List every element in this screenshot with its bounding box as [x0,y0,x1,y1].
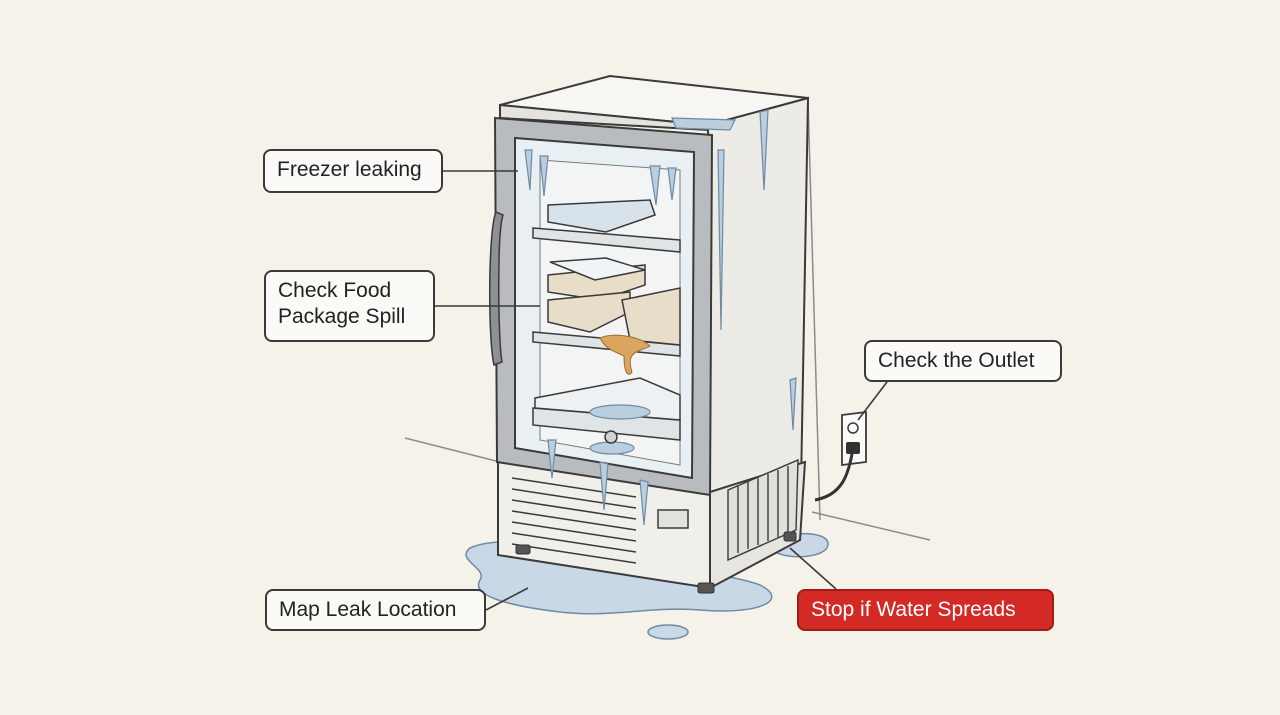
wall-outlet-icon [841,410,867,467]
callout-check-outlet: Check the Outlet [864,340,1062,382]
drain-valve [604,430,618,444]
room-lines [404,99,931,541]
food-container-icon [534,199,681,421]
side-vent [727,458,799,562]
callout-check-food-spill: Check Food Package Spill [264,270,435,342]
food-spill [599,334,651,375]
control-panel [657,509,689,529]
callout-stop-if-water-spreads: Stop if Water Spreads [797,589,1054,631]
feet [515,531,797,594]
power-cord [814,453,854,502]
callout-freezer-leaking: Freezer leaking [263,149,443,193]
callout-map-leak-location: Map Leak Location [265,589,486,631]
leader-lines [435,170,888,611]
front-vent [511,477,637,564]
water-drips [524,109,797,526]
